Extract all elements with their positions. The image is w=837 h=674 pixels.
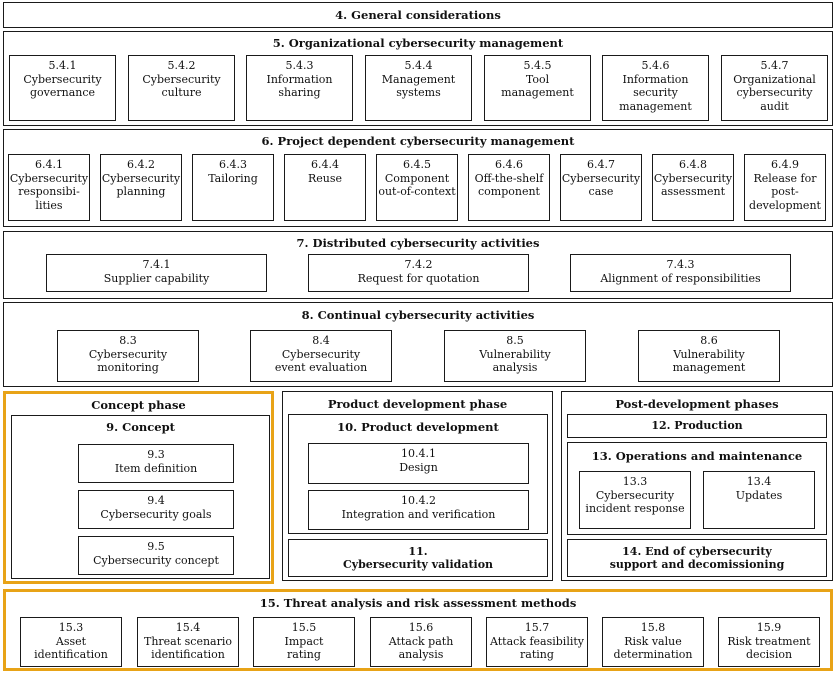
threat-analysis-title: 15. Threat analysis and risk assessment … [259, 596, 577, 610]
project-management-title: 6. Project dependent cybersecurity manag… [261, 134, 575, 148]
cybersecurity-validation-box: 11. Cybersecurity validation [288, 539, 548, 577]
product-development-phase-box: Product development phase 10. Product de… [282, 391, 553, 581]
organizational-management-title: 5. Organizational cybersecurity manageme… [272, 36, 564, 50]
post-development-phase-title: Post-development phases [615, 397, 779, 411]
concept-section-title: 9. Concept [106, 420, 175, 434]
project-management-box: 6. Project dependent cybersecurity manag… [3, 129, 833, 227]
product-development-section-title: 10. Product development [337, 420, 499, 434]
product-development-phase-title: Product development phase [327, 397, 508, 411]
post-development-phase-box: Post-development phases 12. Production 1… [561, 391, 833, 581]
continual-activities-title: 8. Continual cybersecurity activities [301, 308, 535, 322]
end-of-cybersecurity-support-box: 14. End of cybersecurity support and dec… [567, 539, 827, 577]
general-considerations-title: 4. General considerations [335, 8, 501, 22]
distributed-activities-box: 7. Distributed cybersecurity activities … [3, 231, 833, 299]
distributed-activities-title: 7. Distributed cybersecurity activities [296, 236, 540, 250]
organizational-management-box: 5. Organizational cybersecurity manageme… [3, 31, 833, 126]
general-considerations-box: 4. General considerations [3, 2, 833, 28]
operations-maintenance-title: 13. Operations and maintenance [591, 449, 803, 463]
concept-phase-title: Concept phase [91, 398, 186, 412]
threat-analysis-box: 15. Threat analysis and risk assessment … [3, 589, 833, 671]
production-box: 12. Production [567, 414, 827, 438]
continual-activities-box: 8. Continual cybersecurity activities 8.… [3, 302, 833, 387]
